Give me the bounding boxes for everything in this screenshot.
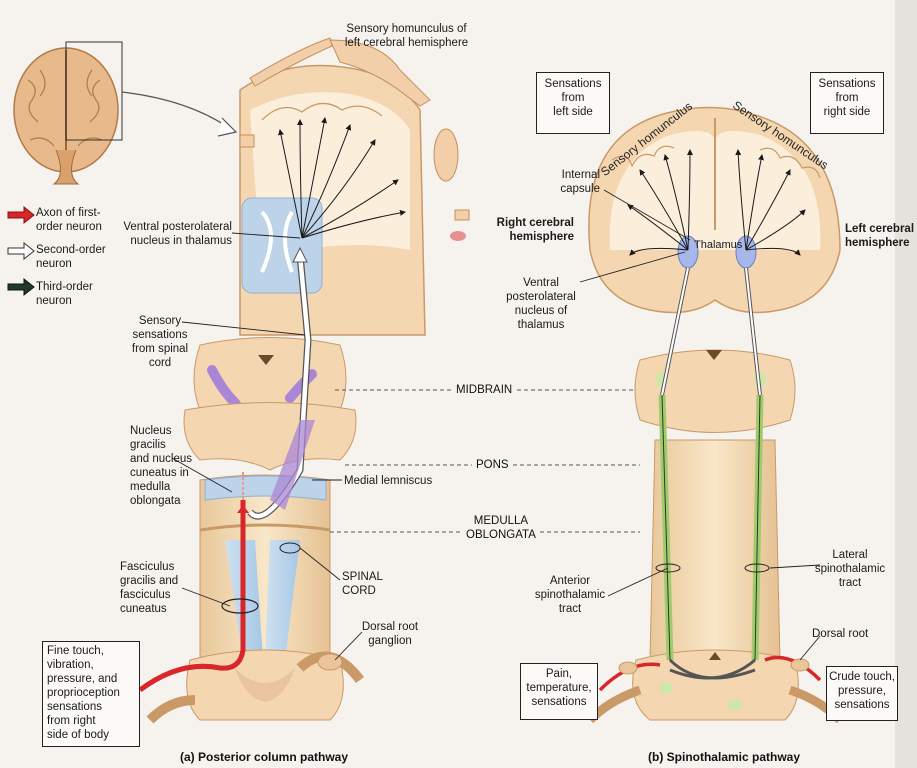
sensory-homunculus-left-label: Sensory homunculus of left cerebral hemi…	[344, 23, 469, 49]
legend-third-order-label: Third-order neuron	[36, 281, 93, 307]
pain-box: Pain, temperature, sensations	[520, 663, 598, 720]
left-first-order-axon	[138, 470, 249, 693]
thalamus-label: Thalamus	[694, 239, 743, 251]
fine-touch-text: Fine touch, vibration, pressure, and pro…	[47, 645, 120, 741]
left-pons-slice	[183, 402, 357, 471]
sensations-right-text: Sensations from right side	[818, 78, 876, 118]
medial-lemniscus-label: Medial lemniscus	[344, 475, 433, 487]
right-third-order-fan	[627, 149, 806, 256]
brain-thumbnail	[13, 41, 123, 185]
left-third-order-fan	[278, 117, 406, 239]
legend-second-order-arrow	[7, 241, 35, 261]
sensations-right-box: Sensations from right side	[810, 72, 884, 134]
vpl-nucleus-label: Ventral posterolateral nucleus in thalam…	[123, 221, 232, 247]
lateral-tract-label: Lateral spinothalamic tract	[814, 549, 886, 589]
sensory-from-cord-label: Sensory sensations from spinal cord	[131, 315, 189, 369]
level-midbrain: MIDBRAIN	[452, 383, 517, 397]
fasciculus-label: Fasciculus gracilis and fasciculus cunea…	[120, 561, 179, 615]
left-hemisphere-label: Left cerebral hemisphere	[845, 223, 915, 249]
right-hemisphere-label: Right cerebral hemisphere	[496, 217, 574, 243]
level-medulla: MEDULLA OBLONGATA	[462, 514, 540, 542]
right-tract-ring-right	[744, 563, 770, 573]
sensations-left-text: Sensations from left side	[544, 78, 602, 118]
caption-left: (a) Posterior column pathway	[180, 750, 349, 764]
legend-first-order-arrow	[7, 205, 35, 225]
level-pons: PONS	[472, 458, 513, 472]
dorsal-root-ganglion-label: Dorsal root ganglion	[361, 621, 419, 647]
right-coronal-brain	[588, 106, 841, 314]
internal-capsule-label: Internal capsule	[560, 169, 600, 195]
left-thalamus-blue	[241, 197, 323, 294]
legend-second-order-label: Second-order neuron	[36, 244, 106, 270]
leader-lines	[171, 189, 821, 661]
homunculus-figure	[239, 37, 470, 241]
left-second-order-axon	[247, 246, 315, 520]
right-spinothalamic-tracts	[658, 394, 764, 661]
nucleus-gracilis-label: Nucleus gracilis and nucleus cuneatus in…	[130, 425, 193, 507]
fine-touch-box: Fine touch, vibration, pressure, and pro…	[42, 641, 140, 747]
left-cortex-section	[239, 64, 426, 336]
legend-third-order-arrow	[7, 277, 35, 297]
left-cord-ring	[221, 598, 259, 614]
caption-right: (b) Spinothalamic pathway	[648, 750, 801, 764]
right-tract-ring-left	[655, 563, 681, 573]
dorsal-root-label: Dorsal root	[812, 628, 869, 640]
right-second-order-axons	[660, 267, 762, 680]
crude-touch-box: Crude touch, pressure, sensations	[826, 666, 898, 721]
pain-text: Pain, temperature, sensations	[526, 668, 592, 708]
legend-first-order-label: Axon of first- order neuron	[36, 207, 102, 233]
anterior-tract-label: Anterior spinothalamic tract	[534, 575, 606, 615]
thumbnail-arrow	[121, 91, 233, 131]
sensations-left-box: Sensations from left side	[536, 72, 610, 134]
left-dorsal-root-ganglion	[146, 651, 364, 724]
crude-touch-text: Crude touch, pressure, sensations	[829, 671, 895, 711]
spinal-cord-label: SPINAL CORD	[342, 571, 383, 597]
page-edge-shadow	[895, 0, 917, 768]
vpl-thalamus-label: Ventral posterolateral nucleus of thalam…	[506, 277, 576, 331]
